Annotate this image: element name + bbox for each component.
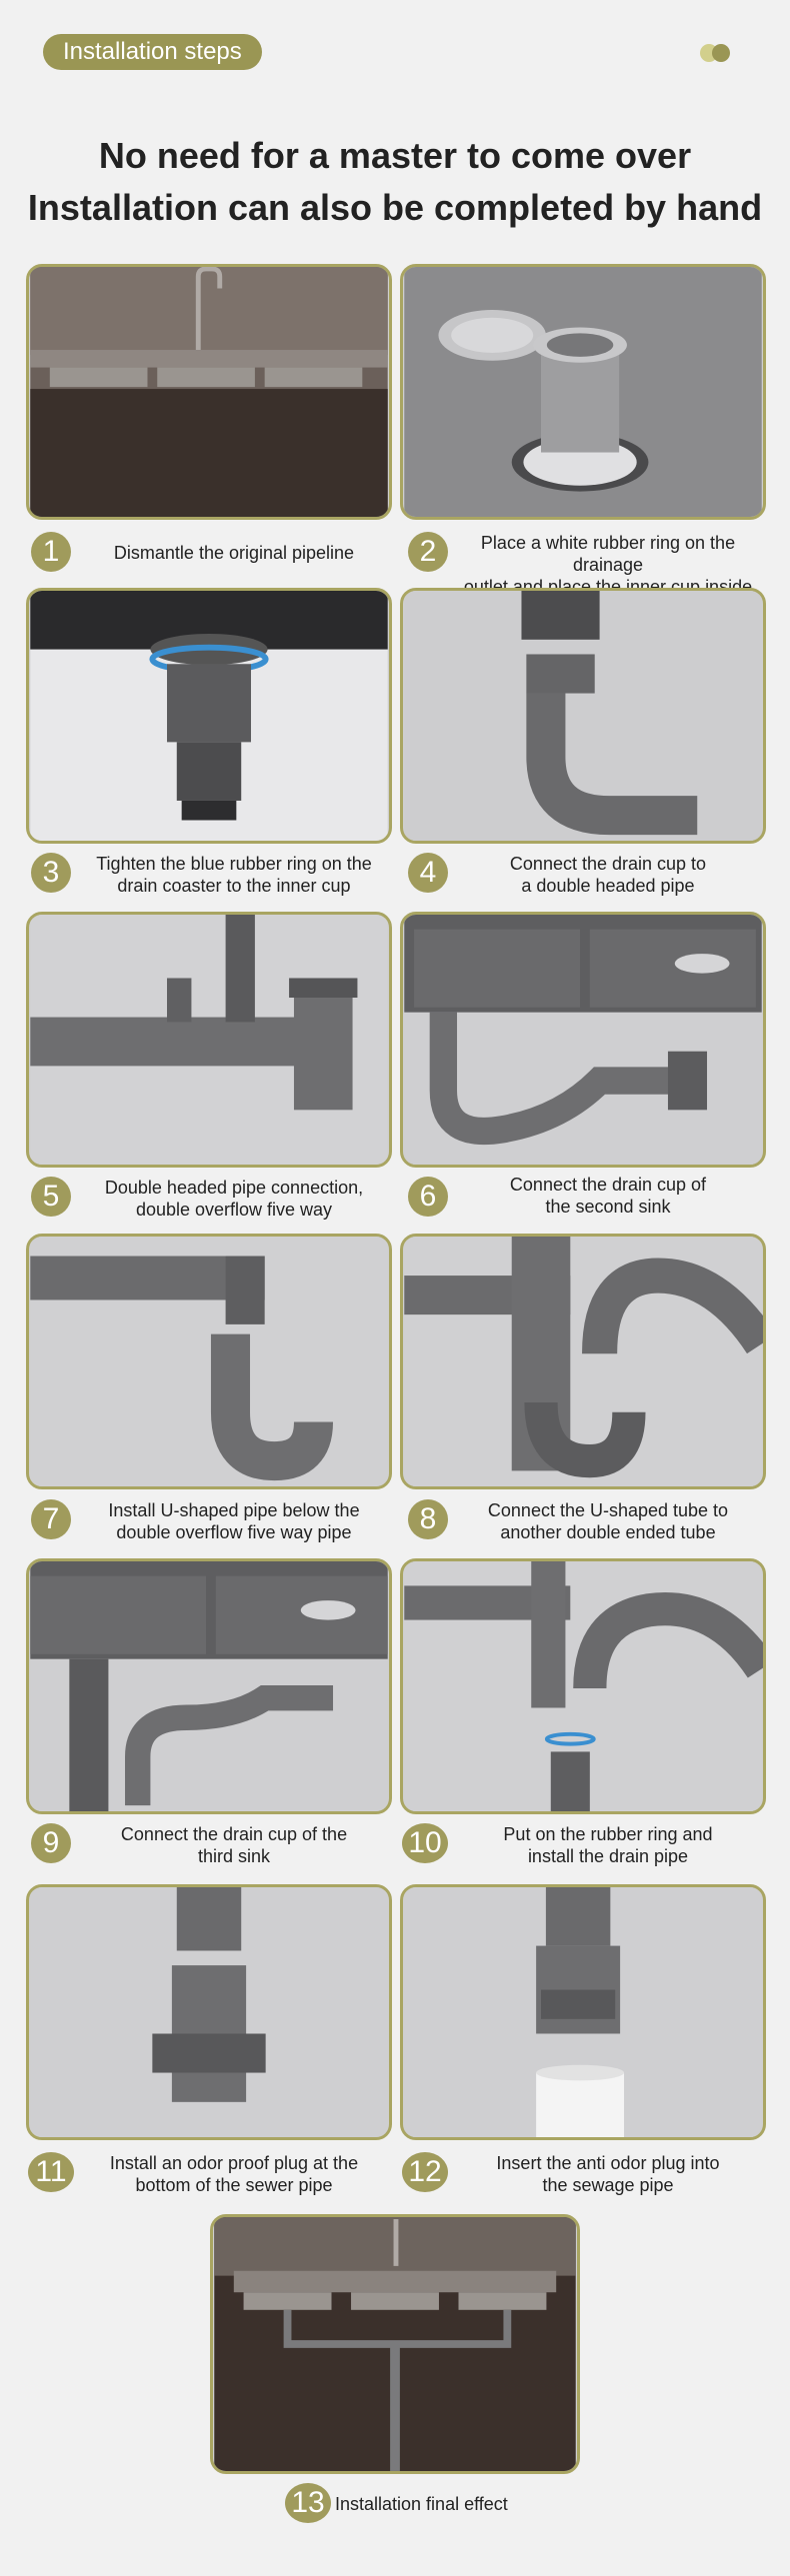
double-pipe-illustration [404,591,762,841]
step-8-image [400,1234,766,1489]
step-10-number: 10 [402,1823,448,1863]
step-8-number: 8 [408,1499,448,1539]
step-11-number: 11 [28,2152,74,2192]
step-12-image [400,1884,766,2140]
step-7-number: 7 [31,1499,71,1539]
step-1-caption: Dismantle the original pipeline [113,543,355,563]
step-10-caption: Put on the rubber ring and install the d… [503,1824,713,1866]
step-12-caption: Insert the anti odor plug into the sewag… [496,2153,720,2195]
step-7-image [26,1234,392,1489]
step-11-caption: Install an odor proof plug at the bottom… [109,2153,359,2195]
decorative-dots-icon [700,44,732,62]
sewage-pipe-illustration [404,1887,762,2137]
step-1-number: 1 [31,532,71,572]
odor-plug-illustration [30,1887,388,2137]
step-6-caption: Connect the drain cup of the second sink [509,1175,707,1217]
step-2-number: 2 [408,532,448,572]
step-13-number: 13 [285,2483,331,2523]
step-9-caption: Connect the drain cup of the third sink [120,1824,348,1866]
step-10-image [400,1558,766,1814]
final-effect-illustration [214,2217,576,2471]
third-sink-illustration [30,1561,388,1811]
step-5-caption: Double headed pipe connection, double ov… [104,1178,364,1220]
step-4-caption: Connect the drain cup to a double headed… [509,854,707,896]
step-4-number: 4 [408,853,448,893]
headline-line-2: Installation can also be completed by ha… [27,187,763,228]
section-badge: Installation steps [43,34,262,70]
step-4-image [400,588,766,844]
u-pipe-illustration [30,1237,388,1486]
drain-cup-illustration [404,267,762,517]
second-sink-illustration [404,915,762,1165]
headline-line-1: No need for a master to come over [98,135,692,176]
step-7-caption: Install U-shaped pipe below the double o… [108,1500,360,1542]
drain-pipe-ring-illustration [404,1561,763,1811]
page-headline: No need for a master to come over Instal… [0,130,790,234]
kitchen-sink-illustration [30,267,388,517]
step-6-image [400,912,766,1168]
u-tube-connection-illustration [404,1237,763,1486]
step-2-image [400,264,766,520]
step-11-image [26,1884,392,2140]
step-3-image [26,588,392,844]
step-6-number: 6 [408,1177,448,1217]
step-9-number: 9 [31,1823,71,1863]
blue-ring-illustration [30,591,388,841]
step-3-number: 3 [31,853,71,893]
step-8-caption: Connect the U-shaped tube to another dou… [487,1500,729,1542]
step-9-image [26,1558,392,1814]
step-13-image [210,2214,580,2474]
step-1-image [26,264,392,520]
step-5-number: 5 [31,1177,71,1217]
step-13-caption: Installation final effect [335,2494,508,2514]
step-3-caption: Tighten the blue rubber ring on the drai… [96,854,372,896]
five-way-pipe-illustration [30,915,388,1165]
step-5-image [26,912,392,1168]
step-12-number: 12 [402,2152,448,2192]
